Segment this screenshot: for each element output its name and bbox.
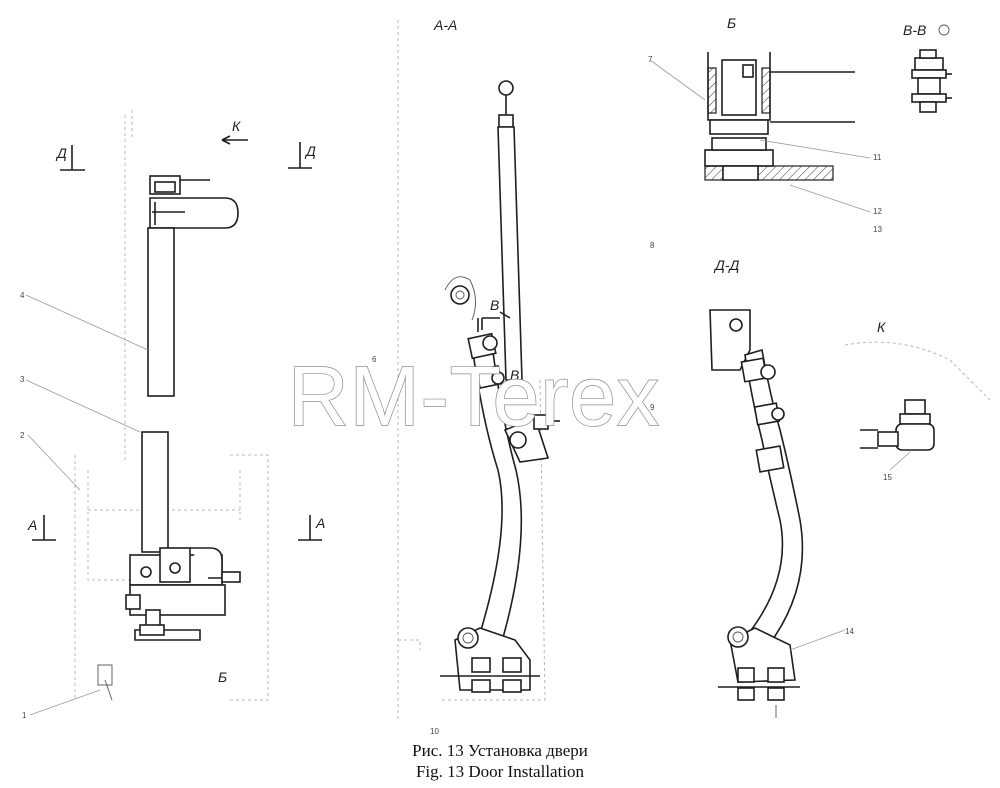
- callout-10: 10: [430, 727, 439, 736]
- callout-1: 1: [22, 711, 27, 720]
- section-aa-view: В В А-А: [397, 17, 560, 720]
- cut-label-a-right: А: [315, 515, 325, 531]
- callout-13: 13: [873, 225, 882, 234]
- section-dd-title: Д-Д: [713, 257, 740, 273]
- callout-12: 12: [873, 207, 882, 216]
- caption-ru: Рис. 13 Установка двери: [412, 741, 588, 760]
- view-b-title: Б: [727, 15, 736, 31]
- callout-5: 5: [370, 389, 375, 398]
- cut-label-v-lower: В: [510, 367, 519, 383]
- watermark: RM-Terex: [288, 349, 660, 443]
- callout-8: 8: [650, 241, 655, 250]
- leader-lines-left: [25, 294, 149, 716]
- callout-7: 7: [648, 55, 653, 64]
- callout-2: 2: [20, 431, 25, 440]
- cut-label-a-left: А: [27, 517, 37, 533]
- cut-label-v-upper: В: [490, 297, 499, 313]
- caption-en: Fig. 13 Door Installation: [416, 762, 585, 781]
- callout-15: 15: [883, 473, 892, 482]
- view-mark-b: Б: [218, 669, 227, 685]
- view-k-title: К: [877, 319, 886, 335]
- section-aa-title: А-А: [433, 17, 457, 33]
- cut-label-d-left: Д: [55, 145, 67, 161]
- left-elevation-view: [74, 110, 269, 701]
- cut-label-k: К: [232, 118, 241, 134]
- section-vv-title: В-В: [903, 22, 926, 38]
- view-k-detail: К: [844, 319, 991, 471]
- cut-markers-left: Д Д К А А Б: [27, 118, 325, 685]
- callout-6: 6: [372, 355, 377, 364]
- callout-numbers: 1 2 3 4 5 6 7 8 9 10 11 12 13 14 15: [20, 55, 892, 736]
- callout-14: 14: [845, 627, 854, 636]
- cut-label-d-right: Д: [304, 143, 316, 159]
- callout-11: 11: [873, 153, 882, 162]
- callout-3: 3: [20, 375, 25, 384]
- section-dd-view: Д-Д: [709, 257, 846, 718]
- section-vv-detail: В-В: [903, 22, 952, 113]
- callout-9: 9: [650, 403, 655, 412]
- view-b-detail: Б: [649, 15, 871, 213]
- callout-4: 4: [20, 291, 25, 300]
